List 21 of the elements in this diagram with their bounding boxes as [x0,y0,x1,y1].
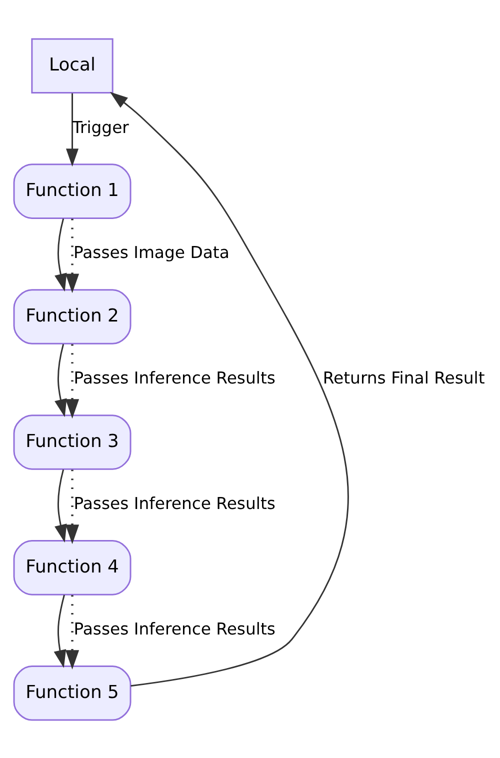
node-box: Local [31,38,114,93]
edge-label: Passes Inference Results [74,619,276,638]
arrow [65,469,80,544]
arrow [54,594,66,668]
edge-label: Returns Final Result [322,368,485,388]
arrow [54,468,67,542]
edge-label: Passes Inference Results [74,368,276,388]
node-box: Function 3 [13,414,132,470]
arrow [65,218,80,293]
node-box: Function 5 [13,665,132,720]
arrow [65,344,80,418]
arrow [54,343,67,417]
edge-label: Passes Image Data [73,242,230,262]
node-box: Function 4 [13,540,132,595]
arrow [110,91,349,686]
arrow [66,92,79,166]
node-box: Function 2 [13,288,132,344]
edge-label: Passes Inference Results [74,494,276,513]
arrow [65,594,80,670]
node-box: Function 1 [13,163,132,218]
arrow [54,218,67,292]
